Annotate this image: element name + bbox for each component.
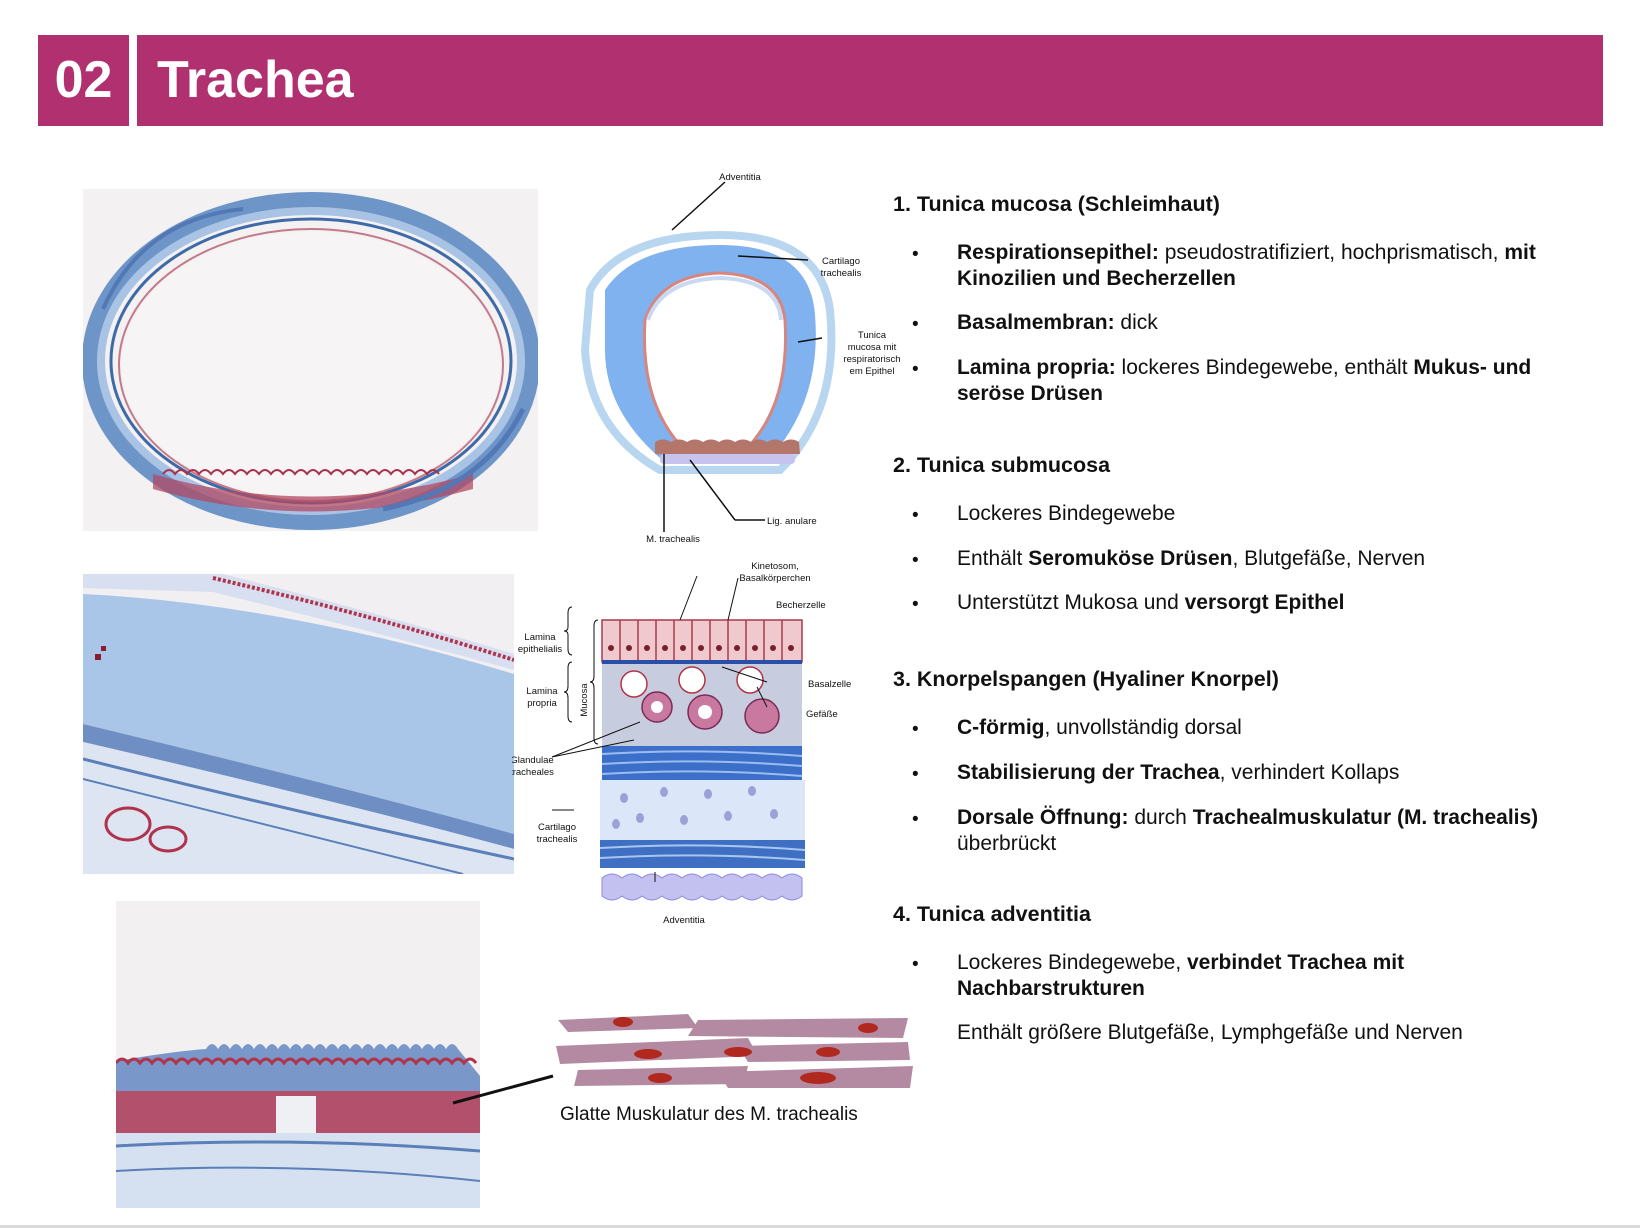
bullet-icon: • <box>912 809 919 830</box>
text-run: Unterstützt Mukosa und <box>957 591 1185 614</box>
label-cartilago-2: trachealis <box>821 268 862 279</box>
bold-text-run: Lamina propria: <box>957 356 1116 379</box>
micrograph-trachea-cross-section <box>83 189 538 531</box>
label-adventitia-layer: Adventitia <box>663 915 705 926</box>
label-adventitia: Adventitia <box>719 172 761 183</box>
section-2-item-1: Lockeres Bindegewebe <box>957 501 1597 527</box>
text-run: , Blutgefäße, Nerven <box>1232 547 1426 570</box>
section-2-item-2: Enthält Seromuköse Drüsen, Blutgefäße, N… <box>957 546 1597 572</box>
page-title: Trachea <box>157 51 354 109</box>
bold-text-run: Dorsale Öffnung: <box>957 806 1129 829</box>
label-cartilago: Cartilago <box>822 256 860 267</box>
section-1-item-3: Lamina propria: lockeres Bindegewebe, en… <box>957 355 1597 407</box>
label-lamina-propria-2: propria <box>527 698 557 709</box>
label-glandulae-tracheales: Glandulae <box>512 755 554 766</box>
label-mucosa: Mucosa <box>579 683 590 717</box>
text-run: durch <box>1128 806 1193 829</box>
text-run: Lockeres Bindegewebe, <box>957 951 1187 974</box>
bold-text-run: Mukus- und seröse Drüsen <box>957 356 1532 405</box>
diagram-trachea-overview: Adventitia Cartilago trachealis Tunica m… <box>560 170 905 550</box>
label-tunica-mucosa-3: respiratorisch <box>843 354 900 365</box>
label-m-trachealis: M. trachealis <box>646 534 700 545</box>
section-2-title: 2. Tunica submucosa <box>893 453 1111 477</box>
section-1-title: 1. Tunica mucosa (Schleimhaut) <box>893 192 1220 216</box>
diagram-smooth-muscle <box>448 1008 918 1108</box>
bold-text-run: versorgt Epithel <box>1184 591 1345 614</box>
label-cartilago-trachealis: Cartilago <box>538 822 576 833</box>
label-lamina-epithelialis-2: epithelialis <box>518 644 563 655</box>
bullet-icon: • <box>912 244 919 265</box>
bold-text-run: Stabilisierung der Trachea <box>957 761 1220 784</box>
text-run: dick <box>1114 311 1158 334</box>
bullet-icon: • <box>912 954 919 975</box>
section-3-item-3: Dorsale Öffnung: durch Trachealmuskulatu… <box>957 805 1597 857</box>
section-4-item-1: Lockeres Bindegewebe, verbindet Trachea … <box>957 950 1597 1002</box>
section-1-item-1: Respirationsepithel: pseudostratifiziert… <box>957 240 1597 292</box>
label-lamina-epithelialis: Lamina <box>524 632 556 643</box>
text-run: lockeres Bindegewebe, enthält <box>1115 356 1414 379</box>
text-run: pseudostratifiziert, hochprismatisch, <box>1158 241 1505 264</box>
label-basalzelle: Basalzelle <box>808 679 851 690</box>
bold-text-run: mit Kinozilien und Becherzellen <box>957 241 1536 290</box>
section-3-item-1: C-förmig, unvollständig dorsal <box>957 715 1597 741</box>
label-gefaesse: Gefäße <box>806 709 838 720</box>
bold-text-run: verbindet Trachea mit Nachbarstrukturen <box>957 951 1405 1000</box>
title-bar: Trachea <box>137 35 1603 126</box>
label-kinetosom-2: Basalkörperchen <box>739 573 810 584</box>
bottom-divider <box>0 1225 1640 1228</box>
bold-text-run: Trachealmuskulatur (M. trachealis) <box>1192 806 1539 829</box>
bold-text-run: C-förmig <box>957 716 1045 739</box>
label-tunica-mucosa-4: em Epithel <box>850 366 895 377</box>
bullet-icon: • <box>912 719 919 740</box>
muscle-caption: Glatte Muskulatur des M. trachealis <box>560 1104 858 1125</box>
label-glandulae-tracheales-2: tracheales <box>512 767 554 778</box>
section-4-item-2: Enthält größere Blutgefäße, Lymphgefäße … <box>957 1020 1597 1046</box>
label-cartilago-trachealis-2: trachealis <box>537 834 578 845</box>
section-2-item-3: Unterstützt Mukosa und versorgt Epithel <box>957 590 1597 616</box>
text-run: , unvollständig dorsal <box>1044 716 1242 739</box>
micrograph-cartilage-detail <box>83 574 514 874</box>
label-kinetosom: Kinetosom, <box>751 562 799 572</box>
text-run: Enthält <box>957 547 1029 570</box>
section-4-title: 4. Tunica adventitia <box>893 902 1091 926</box>
bullet-icon: • <box>912 594 919 615</box>
label-lamina-propria: Lamina <box>526 686 558 697</box>
label-lig-anulare: Lig. anulare <box>767 516 817 527</box>
text-run: , verhindert Kollaps <box>1219 761 1400 784</box>
label-tunica-mucosa: Tunica <box>858 330 887 341</box>
bold-text-run: Basalmembran: <box>957 311 1115 334</box>
bullet-icon: • <box>912 764 919 785</box>
bullet-icon: • <box>912 314 919 335</box>
text-run: Enthält größere Blutgefäße, Lymphgefäße … <box>957 1021 1463 1044</box>
section-1-item-2: Basalmembran: dick <box>957 310 1597 336</box>
micrograph-m-trachealis <box>116 901 480 1208</box>
text-run: Lockeres Bindegewebe <box>957 502 1176 525</box>
text-run: überbrückt <box>957 832 1057 855</box>
section-number: 02 <box>38 35 129 126</box>
section-3-title: 3. Knorpelspangen (Hyaliner Knorpel) <box>893 667 1279 691</box>
label-tunica-mucosa-2: mucosa mit <box>848 342 897 353</box>
bullet-icon: • <box>912 550 919 571</box>
bold-text-run: Seromuköse Drüsen <box>1028 547 1233 570</box>
diagram-trachea-wall-layers: Kinetosom, Basalkörperchen Becherzelle L… <box>510 561 862 928</box>
section-3-item-2: Stabilisierung der Trachea, verhindert K… <box>957 760 1597 786</box>
label-becherzelle: Becherzelle <box>776 600 826 611</box>
bullet-icon: • <box>912 505 919 526</box>
bold-text-run: Respirationsepithel: <box>957 241 1159 264</box>
bullet-icon: • <box>912 359 919 380</box>
